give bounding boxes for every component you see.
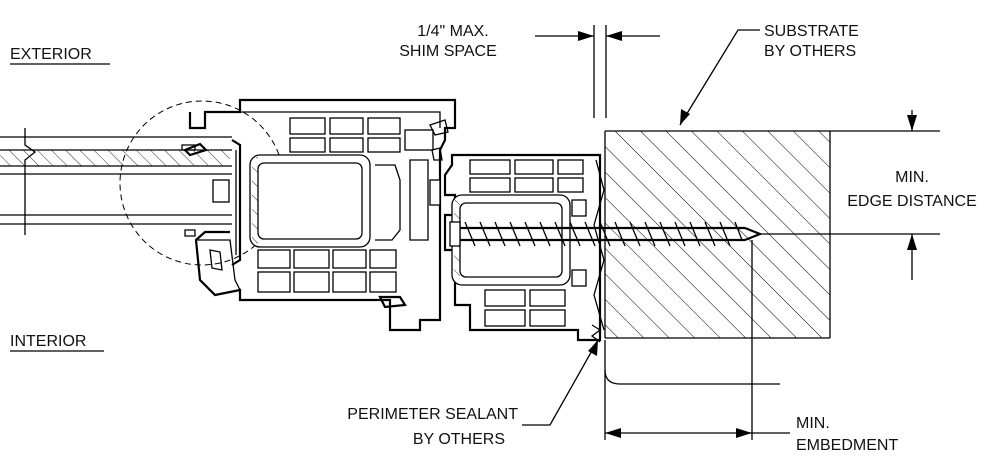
substrate-label-line1: SUBSTRATE (764, 23, 859, 40)
anchor-screw (449, 221, 763, 247)
embedment-dimension (604, 240, 790, 440)
leader-lines (522, 29, 760, 426)
shim-space-label-line2: SHIM SPACE (399, 43, 497, 60)
edge-distance-label-line1: MIN. (895, 169, 929, 186)
interior-label: INTERIOR (10, 333, 86, 350)
substrate-label-line2: BY OTHERS (764, 43, 856, 60)
frame-profile (181, 98, 457, 332)
embedment-label-line2: EMBEDMENT (796, 437, 898, 454)
sealant-label-line1: PERIMETER SEALANT (347, 406, 518, 423)
shim-space-dimension (535, 25, 660, 118)
sealant-label-line2: BY OTHERS (413, 431, 505, 448)
shim-wedge (593, 159, 605, 331)
glazing-unit (0, 128, 232, 235)
exterior-label: EXTERIOR (10, 46, 92, 63)
edge-distance-label-line2: EDGE DISTANCE (847, 193, 977, 210)
embedment-label-line1: MIN. (796, 415, 830, 432)
shim-space-label-line1: 1/4" MAX. (417, 23, 488, 40)
edge-distance-dimension (760, 110, 940, 280)
subframe-profile (183, 142, 602, 342)
perimeter-sealant-bead (590, 324, 602, 343)
